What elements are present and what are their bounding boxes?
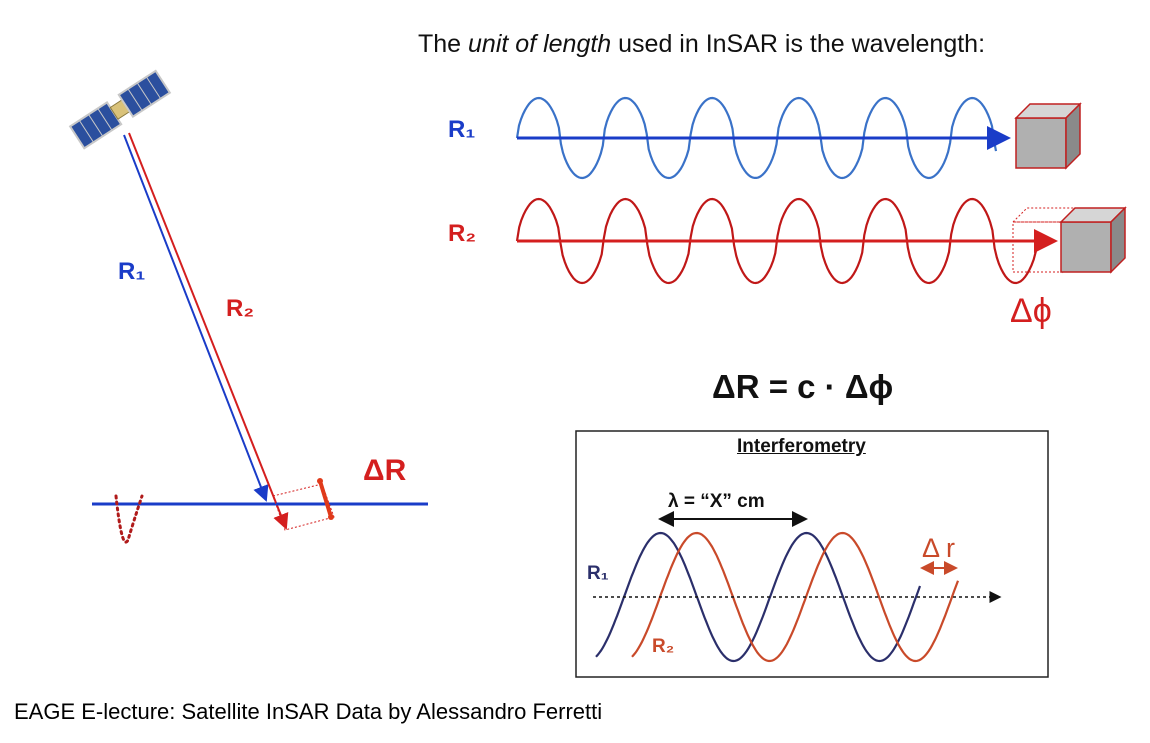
interferometry-panel (575, 430, 1049, 678)
target-cube-r2 (1059, 206, 1127, 274)
slide-heading: The unit of length used in InSAR is the … (418, 30, 985, 59)
heading-text-start: The (418, 30, 469, 58)
lambda-label: λ = “X” cm (668, 491, 765, 512)
interferometry-title: Interferometry (737, 436, 866, 457)
lecture-caption: EAGE E-lecture: Satellite InSAR Data by … (14, 699, 603, 724)
interferometry-r1-wave (595, 531, 922, 663)
interferometry-r2-wave (631, 531, 960, 663)
heading-emphasis: unit of length (468, 30, 612, 58)
interferometry-delta-r-label: Δ r (922, 533, 956, 563)
delta-r-marker (318, 480, 333, 518)
delta-phi-label: Δϕ (1010, 292, 1052, 330)
r2-range-line (128, 132, 289, 530)
left-r1-label: R₁ (118, 258, 146, 285)
interferometry-r1-label: R₁ (587, 563, 609, 584)
r2-wave (515, 197, 1058, 285)
range-phase-formula: ΔR = c · Δϕ (712, 368, 894, 405)
wave-r2-label: R₂ (448, 220, 476, 247)
left-delta-r-label: ΔR (363, 454, 407, 487)
ground-deformation-dots (114, 494, 144, 544)
r1-wave (515, 96, 1011, 180)
left-r2-label: R₂ (226, 295, 254, 322)
target-cube-r1 (1014, 102, 1082, 170)
interferometry-r2-label: R₂ (652, 636, 675, 657)
heading-text-end: used in InSAR is the wavelength: (611, 30, 986, 58)
wave-r1-label: R₁ (448, 116, 476, 143)
r1-range-line (123, 134, 269, 502)
satellite-icon (68, 69, 172, 150)
